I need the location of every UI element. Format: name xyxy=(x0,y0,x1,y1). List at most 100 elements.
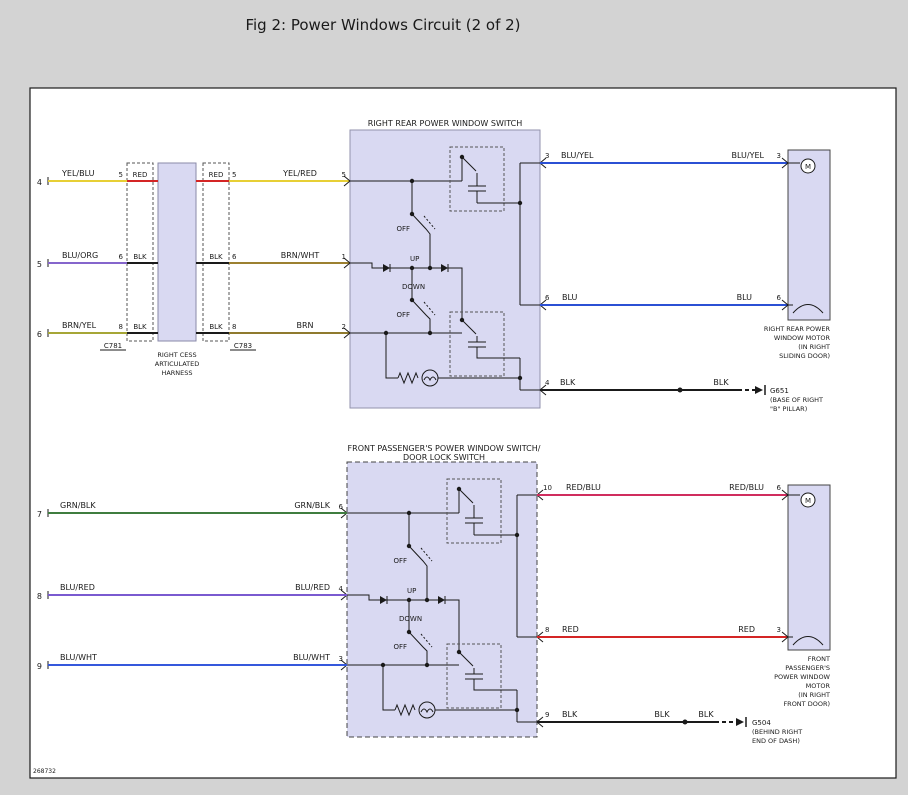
diode-icons xyxy=(383,264,448,272)
ground-location: "B" PILLAR) xyxy=(770,405,807,413)
window-switch-internals: OFF UP DOWN OFF xyxy=(343,146,547,396)
junction-dot xyxy=(682,719,688,725)
motor-label: POWER WINDOW xyxy=(774,673,830,681)
diode-icon xyxy=(383,264,390,272)
switch-circuit-lines xyxy=(343,146,547,396)
motor-symbol-icon xyxy=(800,158,816,174)
wire-label: BLK xyxy=(560,378,576,387)
harness-label: ARTICULATED xyxy=(155,360,199,368)
wire-label: GRN/BLK xyxy=(294,501,330,510)
row-number: 5 xyxy=(37,260,42,269)
motor-box xyxy=(787,484,831,651)
pin-label: 3 xyxy=(777,626,781,634)
pin-label: 8 xyxy=(119,323,123,331)
wire-label: RED xyxy=(133,171,148,179)
switch-title: RIGHT REAR POWER WINDOW SWITCH xyxy=(368,119,522,128)
ground-g504: G504 (BEHIND RIGHT END OF DASH) xyxy=(736,717,802,745)
top-section: C781 C783 RIGHT CESS ARTICULATED HARNESS… xyxy=(37,119,831,413)
pin-label: 9 xyxy=(545,711,549,719)
wire-label: BLK xyxy=(209,253,223,261)
pin-label: 4 xyxy=(339,585,344,593)
motor-label: PASSENGER'S xyxy=(785,664,830,672)
switch-title: FRONT PASSENGER'S POWER WINDOW SWITCH/ xyxy=(348,444,541,453)
row-number: 6 xyxy=(37,330,42,339)
wire-label: BLK xyxy=(562,710,578,719)
connector-label: C781 xyxy=(104,342,122,350)
connector-c783-box xyxy=(202,162,230,342)
connector-label: C783 xyxy=(234,342,252,350)
wire-label: BLU/ORG xyxy=(62,251,98,260)
wire-label: BLK xyxy=(713,378,729,387)
junction-dot xyxy=(677,387,683,393)
motor-label: FRONT xyxy=(808,655,830,663)
wire-label: RED/BLU xyxy=(729,483,764,492)
wire-label: BLU/WHT xyxy=(60,653,97,662)
wire-label: BLK xyxy=(133,323,147,331)
wire-label: RED xyxy=(738,625,755,634)
pin-label: 8 xyxy=(232,323,236,331)
ground-arrow-icon xyxy=(755,386,763,394)
wire-label: BLU/RED xyxy=(295,583,330,592)
wire-label: RED xyxy=(562,625,579,634)
connector-c781-box xyxy=(126,162,154,342)
wire-label: BLU xyxy=(737,293,753,302)
figure-title: Fig 2: Power Windows Circuit (2 of 2) xyxy=(245,16,520,34)
motor-label: FRONT DOOR) xyxy=(783,700,830,708)
wire-label: BRN xyxy=(296,321,313,330)
pin-label: 1 xyxy=(342,253,346,261)
ground-name: G651 xyxy=(770,387,789,395)
pin-label: 5 xyxy=(119,171,123,179)
pin-label: 6 xyxy=(777,484,782,492)
motor-symbol-icon xyxy=(800,492,816,508)
harness-label: HARNESS xyxy=(161,369,192,377)
pin-label: 8 xyxy=(545,626,549,634)
motor-pin-stub xyxy=(788,162,800,306)
wire-label: YEL/BLU xyxy=(61,169,95,178)
switch-title: DOOR LOCK SWITCH xyxy=(403,453,485,462)
motor-symbol-letter: M xyxy=(805,163,811,171)
row-number: 9 xyxy=(37,662,42,671)
ground-location: (BEHIND RIGHT xyxy=(752,728,802,736)
row-number: 7 xyxy=(37,510,42,519)
ground-g651: G651 (BASE OF RIGHT "B" PILLAR) xyxy=(755,385,823,413)
motor-winding-icon xyxy=(792,304,824,314)
wire-label: RED xyxy=(209,171,224,179)
pin-label: 5 xyxy=(232,171,236,179)
pin-label: 6 xyxy=(545,294,550,302)
wire-label: BRN/YEL xyxy=(62,321,97,330)
ground-location: (BASE OF RIGHT xyxy=(770,396,823,404)
harness-box xyxy=(157,162,197,342)
row-number: 8 xyxy=(37,592,42,601)
wire-label: BLK xyxy=(654,710,670,719)
pin-label: 4 xyxy=(545,379,550,387)
switch-position-down: DOWN xyxy=(402,283,425,291)
diagram-reference-number: 268732 xyxy=(33,768,56,775)
motor-label: RIGHT REAR POWER xyxy=(764,325,831,333)
wire-label: BLK xyxy=(698,710,714,719)
motor-label: WINDOW MOTOR xyxy=(774,334,831,342)
wire-label: BRN/WHT xyxy=(281,251,320,260)
motor-symbol-letter: M xyxy=(805,497,811,505)
front-passenger-window-motor: M FRONT PASSENGER'S POWER WINDOW MOTOR (… xyxy=(774,484,831,708)
motor-label: (IN RIGHT xyxy=(798,691,830,699)
right-rear-window-motor: M RIGHT REAR POWER WINDOW MOTOR (IN RIGH… xyxy=(764,149,831,360)
motor-pin-stub xyxy=(788,494,800,638)
pin-label: 6 xyxy=(777,294,782,302)
pin-label: 3 xyxy=(545,152,549,160)
wire-label: BLU/WHT xyxy=(293,653,330,662)
switch-position-off: OFF xyxy=(396,311,410,319)
motor-label: SLIDING DOOR) xyxy=(779,352,830,360)
wire-label: BLU/YEL xyxy=(561,151,594,160)
wire-label: BLK xyxy=(133,253,147,261)
wire-label: BLU xyxy=(562,293,578,302)
motor-label: (IN RIGHT xyxy=(798,343,830,351)
ground-arrow-icon xyxy=(736,718,744,726)
wire-label: BLK xyxy=(209,323,223,331)
switch-position-labels: OFF UP DOWN OFF xyxy=(396,225,425,319)
wire-label: GRN/BLK xyxy=(60,501,96,510)
ground-location: END OF DASH) xyxy=(752,737,800,745)
pin-label: 3 xyxy=(339,655,343,663)
motor-label: MOTOR xyxy=(806,682,831,690)
